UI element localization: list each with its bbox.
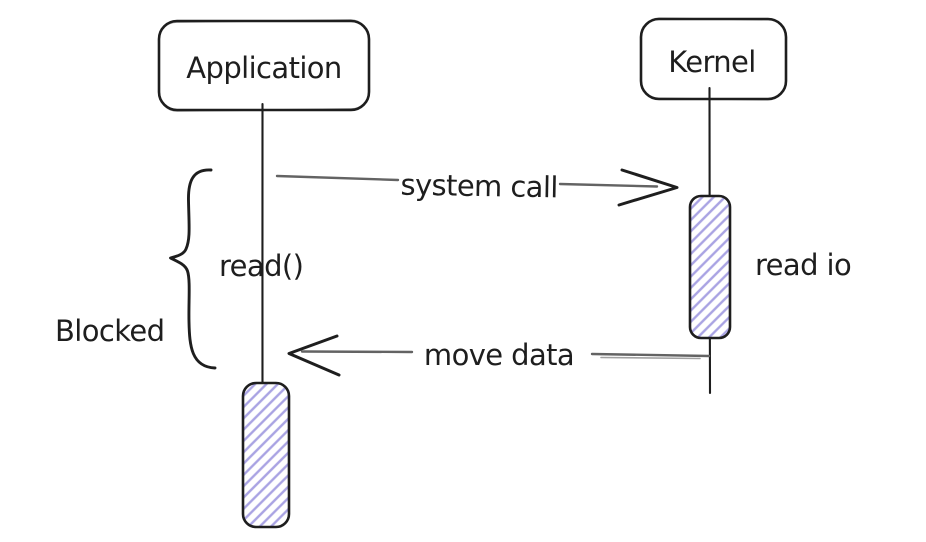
application-actor-label: Application	[186, 51, 341, 85]
application-actor-box	[157, 19, 371, 112]
read-call-label: read()	[219, 249, 303, 283]
move-data-shaft-right-sketch-stroke	[600, 356, 701, 360]
move-data-arrowhead	[287, 334, 341, 377]
system-call-shaft-left	[275, 174, 400, 182]
system-call-arrowhead	[617, 168, 679, 207]
activation-layer	[241, 194, 732, 529]
message-shaft-layer	[275, 174, 711, 360]
application-activation-bar	[241, 381, 291, 529]
move-data-message-label: move data	[424, 338, 574, 372]
blocked-label: Blocked	[55, 314, 164, 348]
read-io-activation-label: read io	[755, 248, 851, 282]
kernel-actor-box-sketch-stroke	[639, 17, 788, 101]
system-call-shaft-right	[558, 182, 659, 188]
kernel-actor-box	[639, 17, 788, 101]
move-data-shaft-left	[300, 350, 414, 354]
application-actor-box-sketch-stroke	[157, 19, 371, 112]
kernel-actor-label: Kernel	[668, 45, 756, 79]
system-call-message-label: system call	[400, 168, 558, 205]
blocked-brace	[169, 168, 217, 370]
kernel-activation-bar	[688, 194, 732, 340]
label-layer: Application Kernel system call move data…	[55, 45, 852, 372]
move-data-shaft-right	[590, 352, 711, 358]
